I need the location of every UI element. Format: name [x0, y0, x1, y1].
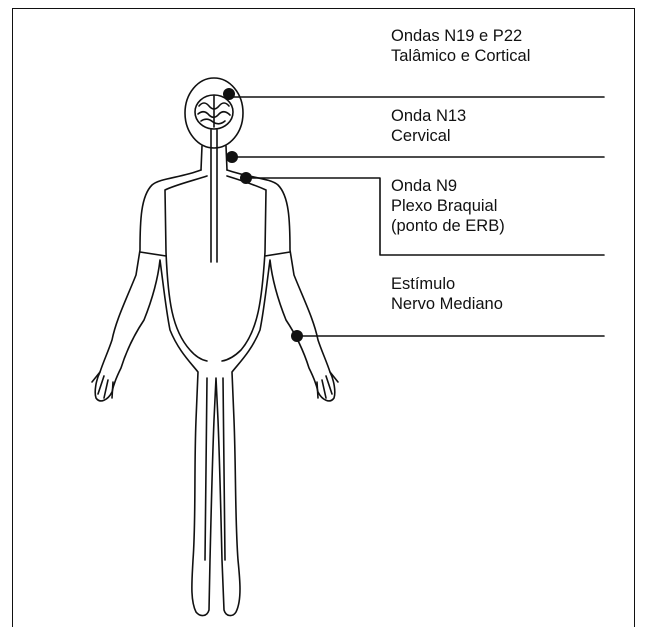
torso-lines [140, 176, 290, 361]
label-line: Nervo Mediano [391, 294, 503, 314]
label-stimulus: Estímulo Nervo Mediano [391, 274, 503, 314]
spinal-cord [211, 130, 217, 262]
label-line: Cervical [391, 126, 466, 146]
label-line: Ondas N19 e P22 [391, 26, 530, 46]
label-wave-n9: Onda N9 Plexo Braquial (ponto de ERB) [391, 176, 505, 236]
label-waves-n19-p22: Ondas N19 e P22 Talâmico e Cortical [391, 26, 530, 66]
label-line: (ponto de ERB) [391, 216, 505, 236]
body-outline [95, 170, 335, 616]
label-line: Onda N13 [391, 106, 466, 126]
electrode-erb [240, 172, 252, 184]
label-wave-n13: Onda N13 Cervical [391, 106, 466, 146]
electrode-median-nerve [291, 330, 303, 342]
label-line: Estímulo [391, 274, 503, 294]
label-line: Plexo Braquial [391, 196, 505, 216]
label-line: Talâmico e Cortical [391, 46, 530, 66]
electrode-cortical [223, 88, 235, 100]
label-line: Onda N9 [391, 176, 505, 196]
pointer-line-cortical [229, 94, 604, 97]
neck-outline [201, 146, 227, 170]
electrode-cervical [226, 151, 238, 163]
brain-icon [195, 95, 233, 129]
